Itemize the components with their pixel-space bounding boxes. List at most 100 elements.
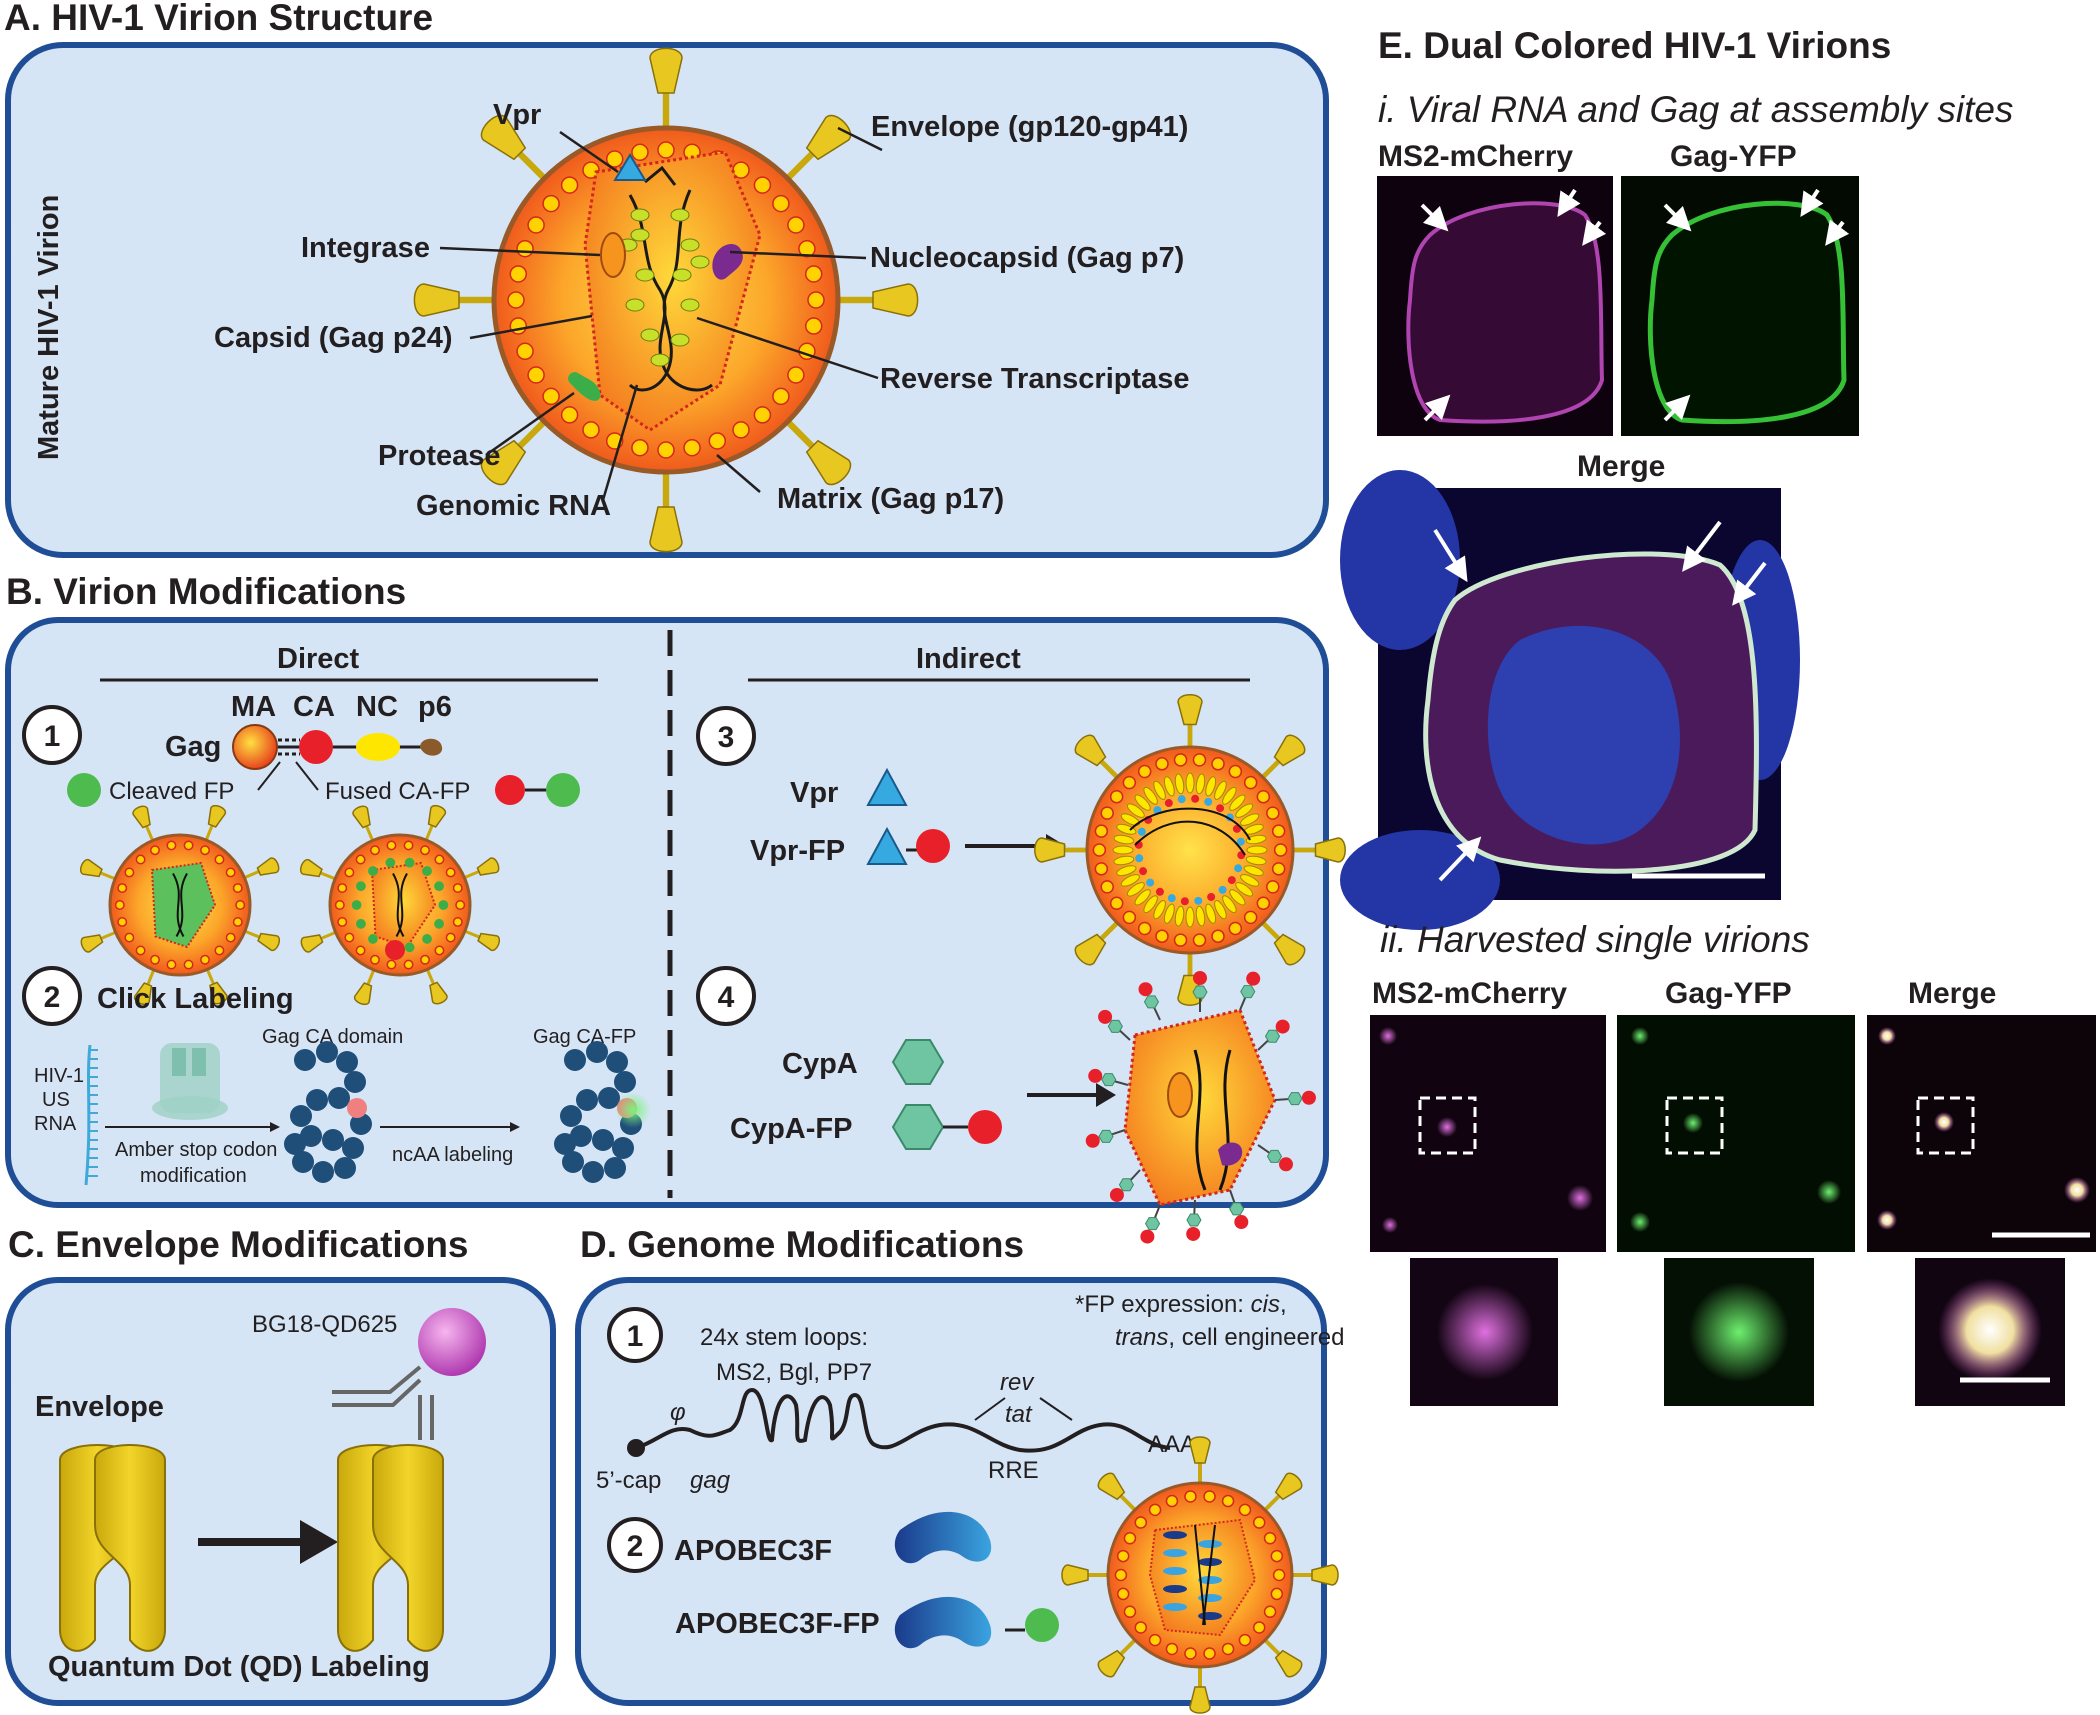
protease-icon [568, 372, 601, 401]
rre-label: RRE [988, 1457, 1039, 1484]
subtitle-ii: ii. Harvested single virions [1380, 919, 1810, 960]
virion-cleaved-fp [79, 804, 281, 1006]
vpr-fp-virion [1034, 694, 1346, 1006]
nc-label: NC [356, 691, 398, 723]
panel-a-title: A. HIV-1 Virion Structure [4, 0, 433, 38]
envelope-spikes [413, 47, 919, 553]
step-2: 2 Click Labeling HIV-1 US RNA Amber stop… [22, 966, 651, 1187]
cleaved-fp-icon [67, 773, 101, 807]
image-gag-virions [1617, 1015, 1855, 1252]
zoom-gag [1664, 1258, 1814, 1406]
nc-domain [356, 733, 400, 761]
nucleocapsid-proteins [618, 208, 710, 367]
bg18-label: BG18-QD625 [252, 1311, 397, 1338]
step-1: 1 Gag MA CA NC p6 Cleaved FP Fused CA-FP [22, 691, 580, 1006]
vpr-step-label: Vpr [790, 777, 838, 809]
cypa-label: CypA [782, 1048, 858, 1080]
ca-fusion-icon [495, 775, 525, 805]
cypa-fp-label: CypA-FP [730, 1113, 852, 1145]
cap-label: 5’-cap [596, 1467, 661, 1494]
image-merge-cell [1340, 470, 1800, 930]
gag-ca-fp-label: Gag CA-FP [533, 1026, 636, 1048]
d-step-2-badge [607, 1517, 663, 1573]
cleaved-fp-label: Cleaved FP [109, 778, 234, 805]
subtitle-i: i. Viral RNA and Gag at assembly sites [1378, 89, 2013, 130]
merge-label: Merge [1577, 450, 1665, 483]
zoom-merge [1915, 1258, 2065, 1406]
image-gag-cell [1621, 176, 1859, 436]
d-step-2-number: 2 [627, 1530, 644, 1563]
fp-icon [546, 773, 580, 807]
integrase-label: Integrase [301, 232, 430, 264]
step-3-number: 3 [718, 721, 735, 754]
gag-label: Gag [165, 731, 221, 763]
amber-label-2: modification [140, 1165, 247, 1187]
image-ms2-virions [1370, 1015, 1606, 1252]
step-4-number: 4 [718, 981, 735, 1014]
ms2-mcherry-label-b: MS2-mCherry [1372, 977, 1567, 1010]
stem-loops-label-2: MS2, Bgl, PP7 [716, 1359, 872, 1386]
envelope-c-label: Envelope [35, 1391, 164, 1423]
capsid-label: Capsid (Gag p24) [214, 322, 453, 354]
fp-glow [615, 1092, 651, 1128]
red-fp-icon-b [968, 1110, 1002, 1144]
d-step-1-badge [607, 1307, 663, 1363]
envelope-label: Envelope (gp120-gp41) [871, 111, 1188, 143]
matrix-label: Matrix (Gag p17) [777, 483, 1004, 515]
step-4-badge [696, 966, 756, 1026]
gag-yfp-label-b: Gag-YFP [1665, 977, 1792, 1010]
image-ms2-cell [1377, 176, 1613, 436]
gag-yfp-label: Gag-YFP [1670, 140, 1797, 173]
tat-label: tat [1005, 1401, 1033, 1428]
zoom-ms2 [1410, 1258, 1558, 1406]
direct-heading: Direct [277, 643, 360, 675]
gag-gene-label: gag [690, 1467, 731, 1494]
phi-label: φ [670, 1399, 686, 1426]
polya-label: AAA [1148, 1431, 1196, 1458]
nucleocapsid-label: Nucleocapsid (Gag p7) [870, 242, 1184, 274]
apobec-fp-icon [894, 1596, 992, 1649]
cap-dot [627, 1439, 645, 1457]
p6-label: p6 [418, 691, 452, 723]
red-fp-icon [916, 829, 950, 863]
quantum-dot-icon [418, 1308, 486, 1376]
gag-ca-domain-label: Gag CA domain [262, 1026, 403, 1048]
vpr-label: Vpr [493, 99, 541, 131]
amber-label-1: Amber stop codon [115, 1139, 277, 1161]
step-1-badge [22, 705, 82, 765]
hiv-rna-label-3: RNA [34, 1113, 77, 1135]
envelope-trimer-right [337, 1444, 444, 1652]
fp-expression-line-1: *FP expression: cis, [1075, 1291, 1287, 1318]
click-labeling-title: Click Labeling [97, 983, 294, 1015]
p6-domain [420, 738, 443, 756]
qd-labeling-label: Quantum Dot (QD) Labeling [48, 1651, 430, 1683]
apobec-icon [894, 1511, 992, 1564]
capsid-core [583, 150, 762, 432]
vpr-fp-icon [866, 826, 908, 865]
stem-loops-label-1: 24x stem loops: [700, 1324, 868, 1351]
fused-ca-fp-label: Fused CA-FP [325, 778, 470, 805]
gag-ca-domain-beads [284, 1041, 372, 1183]
virion-fused-fp [299, 804, 501, 1006]
assembly-site-arrows [1420, 188, 1850, 422]
fp-expression-line-2: trans, cell engineered [1115, 1324, 1344, 1351]
genomic-rna-label: Genomic RNA [416, 490, 611, 522]
reverse-transcriptase-label: Reverse Transcriptase [880, 363, 1190, 395]
panel-a-labels: Vpr Envelope (gp120-gp41) Integrase Nucl… [214, 99, 1190, 522]
rev-label: rev [1000, 1369, 1035, 1396]
panel-e-title: E. Dual Colored HIV-1 Virions [1378, 25, 1891, 66]
step-2-number: 2 [44, 981, 61, 1014]
hiv-virion-diagram [413, 47, 919, 553]
step-1-number: 1 [44, 720, 61, 753]
envelope-trimer-left [59, 1444, 166, 1652]
vpr-icon-b [866, 767, 908, 806]
green-fp-icon [1025, 1608, 1059, 1642]
hiv-rna-label-1: HIV-1 [34, 1065, 84, 1087]
panel-d-title: D. Genome Modifications [580, 1224, 1024, 1265]
ma-domain [232, 724, 278, 770]
cypa-icon [891, 1039, 945, 1085]
ma-label: MA [231, 691, 276, 723]
panel-c-title: C. Envelope Modifications [8, 1224, 469, 1265]
merge-arrows [1433, 520, 1767, 882]
ms2-mcherry-label: MS2-mCherry [1378, 140, 1573, 173]
